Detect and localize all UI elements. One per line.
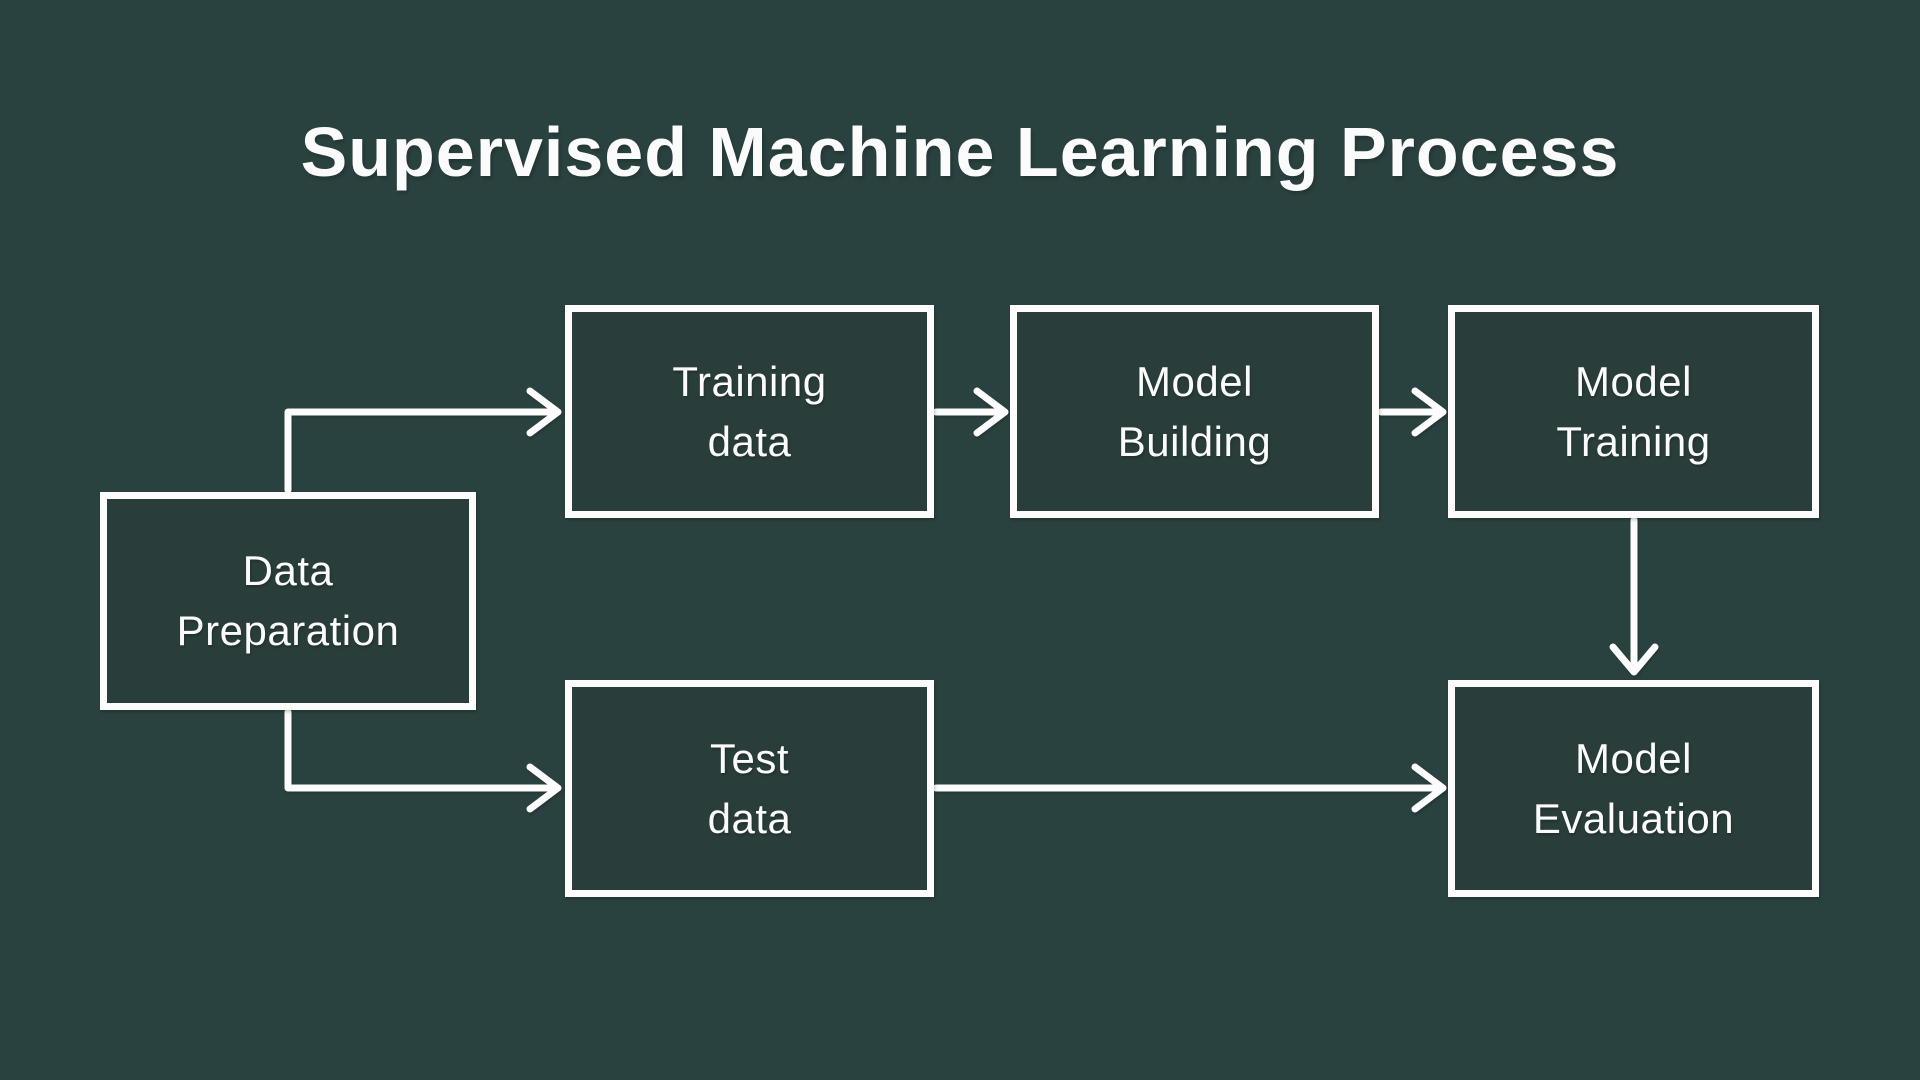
node-model-evaluation: Model Evaluation <box>1448 680 1819 897</box>
node-label-line: data <box>707 417 792 465</box>
node-label-line: Model <box>1575 734 1692 782</box>
node-label-line: Training <box>672 357 827 405</box>
node-test-data: Test data <box>565 680 934 897</box>
node-model-training: Model Training <box>1448 305 1819 518</box>
edge-training-data-to-model-building <box>932 387 1009 437</box>
node-label-line: Model <box>1136 357 1253 405</box>
edge-model-training-to-model-evaluation <box>1609 516 1659 676</box>
diagram-title: Supervised Machine Learning Process <box>300 113 1620 191</box>
node-data-preparation: Data Preparation <box>100 492 476 710</box>
node-label-line: Training <box>1556 417 1711 465</box>
node-training-data: Training data <box>565 305 934 518</box>
edge-data-preparation-to-training-data <box>284 387 562 494</box>
node-label-line: Data <box>242 547 334 594</box>
node-label-line: Evaluation <box>1532 794 1735 842</box>
node-label-line: Preparation <box>176 607 400 654</box>
node-label-line: Model <box>1575 357 1692 405</box>
node-model-building: Model Building <box>1010 305 1379 518</box>
node-label-line: data <box>707 794 792 842</box>
node-label-line: Test <box>709 734 790 782</box>
edge-test-data-to-model-evaluation <box>932 763 1447 813</box>
node-label-line: Building <box>1117 417 1272 465</box>
edge-data-preparation-to-test-data <box>284 708 562 813</box>
edge-model-building-to-model-training <box>1377 387 1447 437</box>
